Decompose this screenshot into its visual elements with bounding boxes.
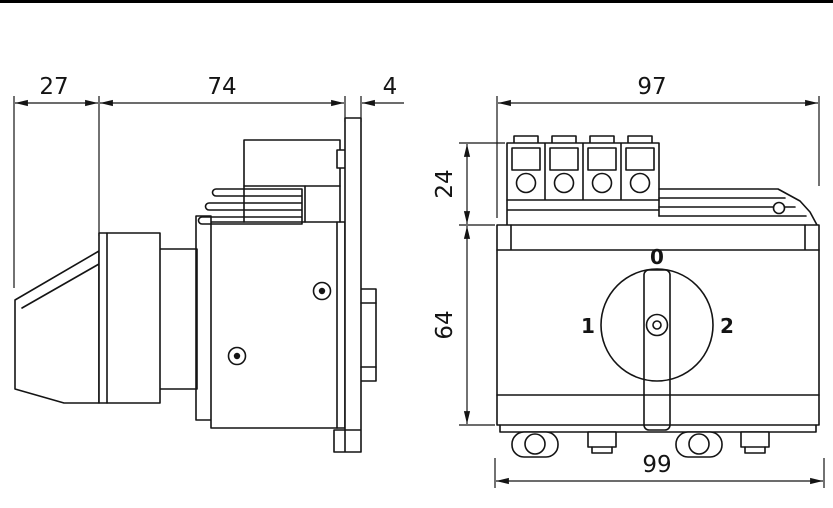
knob-handle-bar (643, 269, 671, 431)
side-housing (98, 215, 346, 429)
knob-circle (600, 268, 714, 382)
side-view-dimensions: 27 74 4 (13, 74, 404, 288)
body-detail-lines (496, 224, 820, 396)
dim-label-4: 4 (383, 74, 398, 100)
housing-blocks (98, 215, 346, 429)
rotary-knob: 0 1 2 (581, 245, 734, 431)
side-flange-plates (658, 188, 818, 226)
dim-label-27: 27 (39, 74, 68, 100)
knob-center-screw (645, 313, 669, 337)
body-outline (496, 224, 820, 426)
terminal-screw (553, 172, 575, 194)
side-view: 27 74 4 (13, 74, 404, 453)
handle-outline (14, 250, 100, 404)
front-extension-lines (459, 96, 825, 488)
handle-grip-line (21, 263, 100, 309)
flange-rivet (772, 201, 786, 215)
switch-body (496, 224, 820, 426)
base-strip-lines (499, 424, 817, 433)
mounting-feet (499, 424, 817, 458)
dim-label-64: 64 (432, 310, 458, 339)
cover-support-lines (243, 185, 341, 223)
flange-plate-lines (658, 188, 818, 226)
terminal-screw (515, 172, 537, 194)
housing-detail-lines (106, 221, 338, 429)
terminal-screw (591, 172, 613, 194)
side-handle (14, 250, 100, 404)
wire-loops (197, 188, 303, 225)
screw-center (318, 287, 326, 295)
knob-center-hole (652, 320, 662, 330)
din-rail-plate (333, 117, 377, 453)
mounting-hole (524, 433, 546, 455)
dim-label-24: 24 (432, 169, 458, 198)
position-label-1: 1 (581, 314, 595, 338)
side-din-rail (333, 117, 377, 453)
dim-label-99: 99 (642, 452, 671, 478)
screw-center (233, 352, 241, 360)
din-rail-clip-lines (360, 302, 377, 368)
terminal-block (506, 135, 660, 226)
terminal-base-lines (506, 199, 660, 226)
dim-label-97: 97 (637, 74, 666, 100)
dim-label-74: 74 (207, 74, 236, 100)
top-border-line (0, 0, 833, 3)
front-view-dimensions: 97 99 24 64 (432, 74, 825, 488)
terminal-screw (629, 172, 651, 194)
position-label-2: 2 (720, 314, 734, 338)
snap-clips (587, 431, 770, 448)
front-view: 97 99 24 64 (432, 74, 825, 488)
mounting-hole (688, 433, 710, 455)
terminal-cells (506, 135, 660, 201)
terminal-cover-box (243, 139, 341, 187)
position-label-0: 0 (650, 245, 664, 269)
snap-clip-hooks (591, 446, 766, 454)
side-extension-lines (13, 96, 362, 288)
side-terminal-cover (197, 139, 341, 225)
